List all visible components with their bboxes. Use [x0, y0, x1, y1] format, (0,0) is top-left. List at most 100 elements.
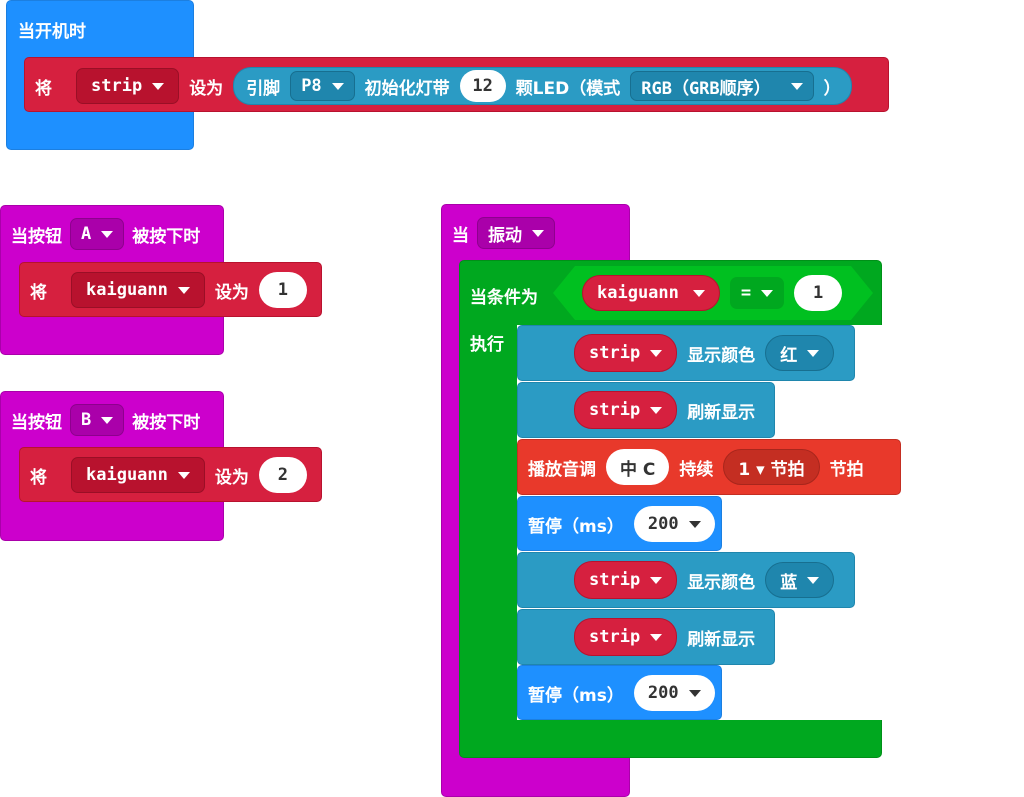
kaiguann-reporter[interactable]: kaiguann — [582, 275, 720, 311]
strip-show-block-1[interactable]: strip 刷新显示 — [517, 382, 775, 438]
chevron-down-icon — [807, 576, 820, 584]
set-label: 将 — [35, 78, 52, 99]
button-a-title-suffix: 被按下时 — [132, 226, 201, 247]
strip-reporter-text: strip — [589, 343, 641, 363]
chevron-down-icon — [807, 349, 820, 357]
mode-dropdown[interactable]: RGB（GRB顺序） — [630, 71, 814, 101]
pin-dropdown[interactable]: P8 — [290, 71, 355, 101]
strip-variable-dropdown[interactable]: strip — [76, 68, 180, 104]
strip-reporter[interactable]: strip — [574, 334, 678, 372]
pin-label: 引脚 — [246, 78, 281, 99]
led-count-value: 12 — [472, 76, 493, 96]
chevron-down-icon — [331, 82, 344, 90]
strip-reporter[interactable]: strip — [574, 618, 678, 656]
show-color-label: 显示颜色 — [687, 572, 756, 593]
assign-label: 设为 — [189, 78, 224, 99]
pause-input[interactable]: 200 — [633, 506, 715, 542]
chevron-down-icon — [101, 416, 114, 424]
chevron-down-icon — [101, 230, 114, 238]
set-kaiguann-2-block[interactable]: 将 kaiguann 设为 2 — [19, 447, 322, 502]
button-b-title-suffix: 被按下时 — [132, 412, 201, 433]
compare-value-text: 1 — [813, 283, 824, 303]
operator-dropdown[interactable]: = — [729, 277, 785, 309]
refresh-label: 刷新显示 — [687, 402, 756, 423]
color-blue-text: 蓝 — [780, 572, 798, 593]
chevron-down-icon — [692, 289, 705, 297]
duration-label: 持续 — [679, 459, 714, 480]
value-text: 1 — [277, 280, 289, 300]
value-input[interactable]: 2 — [258, 457, 307, 493]
kaiguann-variable-text: kaiguann — [86, 280, 168, 300]
strip-variable-text: strip — [91, 76, 143, 96]
set-label: 将 — [30, 467, 47, 488]
gesture-dropdown[interactable]: 振动 — [477, 217, 555, 249]
compare-value-input[interactable]: 1 — [794, 275, 843, 311]
while-label: 当条件为 — [470, 288, 538, 308]
set-kaiguann-1-block[interactable]: 将 kaiguann 设为 1 — [19, 262, 322, 317]
kaiguann-variable-dropdown[interactable]: kaiguann — [71, 272, 205, 308]
play-tone-label: 播放音调 — [528, 459, 596, 480]
strip-reporter[interactable]: strip — [574, 391, 678, 429]
button-a-title-prefix: 当按钮 — [11, 226, 62, 247]
note-value: 中 C — [620, 459, 656, 480]
on-shake-title: 当 — [452, 225, 469, 246]
strip-reporter-text: strip — [589, 400, 641, 420]
button-a-dropdown[interactable]: A — [70, 218, 125, 250]
chevron-down-icon — [688, 520, 701, 528]
color-red-text: 红 — [780, 345, 798, 366]
button-b-title-prefix: 当按钮 — [11, 412, 62, 433]
pause-block-1[interactable]: 暂停（ms） 200 — [517, 496, 722, 551]
show-color-label: 显示颜色 — [687, 345, 756, 366]
refresh-label: 刷新显示 — [687, 629, 756, 650]
chevron-down-icon — [177, 286, 190, 294]
chevron-down-icon — [650, 349, 663, 357]
pause-value: 200 — [647, 514, 679, 534]
strip-reporter-text: strip — [589, 627, 641, 647]
set-strip-block[interactable]: 将 strip 设为 引脚 P8 初始化灯带 12 颗LED（模式 RGB（GR… — [24, 57, 889, 112]
color-dropdown-blue[interactable]: 蓝 — [765, 562, 835, 598]
pause-block-2[interactable]: 暂停（ms） 200 — [517, 665, 722, 720]
mode-value: RGB（GRB顺序） — [641, 78, 771, 99]
led-label: 颗LED（模式 — [515, 78, 621, 99]
beat-value: 1 ▾ 节拍 — [738, 459, 805, 480]
close-paren: ） — [823, 78, 841, 99]
chevron-down-icon — [152, 82, 165, 90]
strip-reporter-text: strip — [589, 570, 641, 590]
assign-label: 设为 — [214, 467, 249, 488]
note-input[interactable]: 中 C — [606, 449, 670, 485]
strip-show-color-red-block[interactable]: strip 显示颜色 红 — [517, 325, 855, 381]
value-text: 2 — [277, 465, 289, 485]
do-label: 执行 — [470, 335, 504, 355]
button-b-value: B — [81, 410, 92, 430]
operator-value: = — [740, 283, 752, 303]
button-b-dropdown[interactable]: B — [70, 404, 125, 436]
pause-input[interactable]: 200 — [633, 675, 715, 711]
strip-show-color-blue-block[interactable]: strip 显示颜色 蓝 — [517, 552, 855, 608]
chevron-down-icon — [650, 576, 663, 584]
color-dropdown-red[interactable]: 红 — [765, 335, 835, 371]
pin-value: P8 — [301, 76, 322, 96]
strip-show-block-2[interactable]: strip 刷新显示 — [517, 609, 775, 665]
chevron-down-icon — [532, 229, 544, 237]
kaiguann-variable-dropdown[interactable]: kaiguann — [71, 457, 205, 493]
on-start-title: 当开机时 — [18, 17, 86, 42]
button-a-value: A — [81, 224, 92, 244]
strip-reporter[interactable]: strip — [574, 561, 678, 599]
beat-suffix: 节拍 — [829, 459, 864, 480]
play-tone-block[interactable]: 播放音调 中 C 持续 1 ▾ 节拍 节拍 — [517, 439, 901, 495]
value-input[interactable]: 1 — [258, 272, 307, 308]
chevron-down-icon — [761, 289, 774, 297]
pause-value: 200 — [647, 683, 679, 703]
chevron-down-icon — [177, 471, 190, 479]
led-count-input[interactable]: 12 — [459, 70, 506, 102]
kaiguann-variable-text: kaiguann — [86, 465, 168, 485]
beat-dropdown[interactable]: 1 ▾ 节拍 — [723, 449, 820, 485]
neopixel-create-reporter[interactable]: 引脚 P8 初始化灯带 12 颗LED（模式 RGB（GRB顺序） ） — [233, 67, 852, 105]
chevron-down-icon — [790, 82, 803, 90]
init-label: 初始化灯带 — [364, 78, 450, 99]
on-start-title-text: 当开机时 — [18, 22, 86, 42]
set-label: 将 — [30, 282, 47, 303]
gesture-value: 振动 — [488, 225, 522, 246]
chevron-down-icon — [650, 406, 663, 414]
chevron-down-icon — [650, 633, 663, 641]
